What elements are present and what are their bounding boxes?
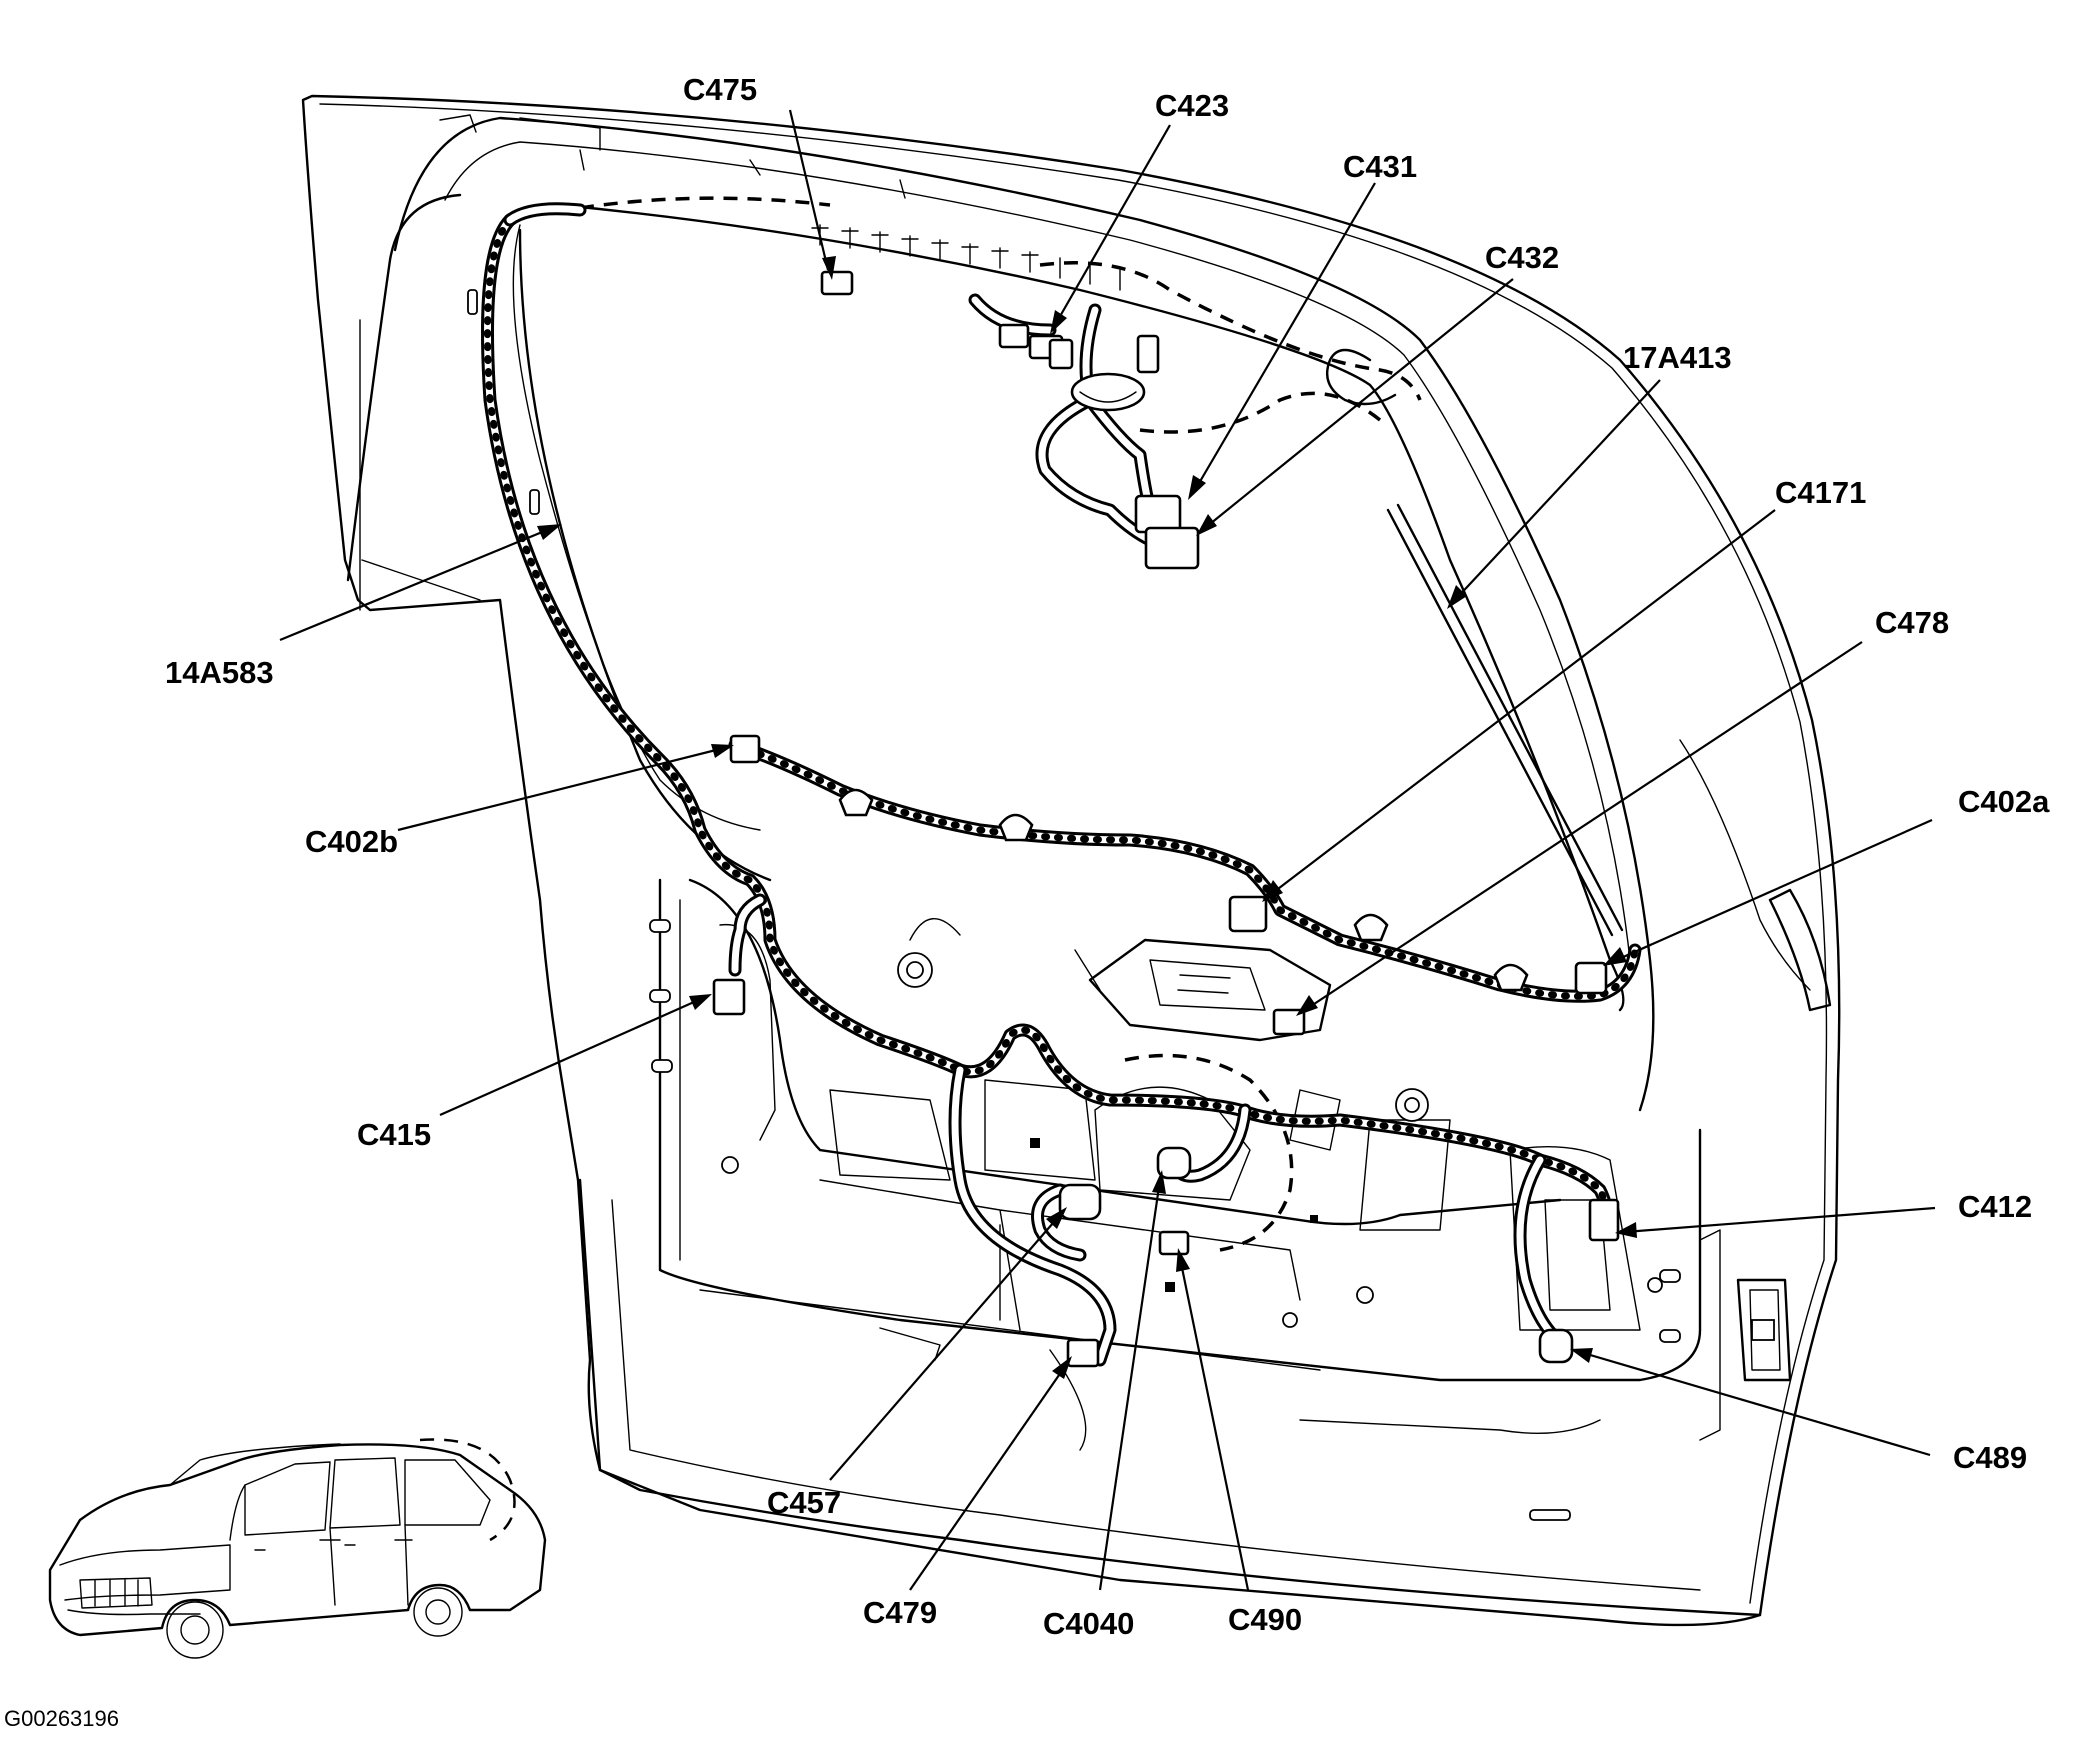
callout-c415: C415 xyxy=(357,1117,431,1152)
callout-c402b: C402b xyxy=(305,824,398,859)
vehicle-locator-thumbnail xyxy=(48,1438,547,1659)
callout-c423: C423 xyxy=(1155,88,1229,123)
connector-c457 xyxy=(1058,1183,1102,1221)
callout-17a413: 17A413 xyxy=(1623,340,1732,375)
callout-c431: C431 xyxy=(1343,149,1417,184)
leader-lines xyxy=(279,109,1936,1591)
callout-c402a: C402a xyxy=(1958,784,2050,819)
callout-c412: C412 xyxy=(1958,1189,2032,1224)
callout-c457: C457 xyxy=(767,1485,841,1520)
callout-c4040: C4040 xyxy=(1043,1606,1134,1641)
connector-c431 xyxy=(1134,494,1182,534)
wiring-harness xyxy=(481,202,1642,1367)
callout-c475: C475 xyxy=(683,72,757,107)
connector-c489 xyxy=(1538,1328,1574,1364)
connector-c490 xyxy=(1158,1230,1190,1256)
connector-c402b xyxy=(729,734,761,764)
connector-c475 xyxy=(820,270,854,296)
harness-clips xyxy=(838,788,1529,992)
connector-c402a xyxy=(1574,961,1608,995)
connector-c412 xyxy=(1588,1198,1620,1242)
connector-c478 xyxy=(1272,1008,1306,1036)
callout-c478: C478 xyxy=(1875,605,1949,640)
figure-id: G00263196 xyxy=(4,1706,119,1731)
callout-14a583: 14A583 xyxy=(165,655,274,690)
callout-c479: C479 xyxy=(863,1595,937,1630)
callout-c432: C432 xyxy=(1485,240,1559,275)
callout-labels: C475 C423 C431 C432 17A413 C4171 C478 C4… xyxy=(165,72,2050,1641)
connector-c415 xyxy=(712,978,746,1016)
callout-c490: C490 xyxy=(1228,1602,1302,1637)
liftgate-drawing xyxy=(301,94,1841,1627)
callout-c489: C489 xyxy=(1953,1440,2027,1475)
connectors xyxy=(712,270,1620,1368)
connector-c4171 xyxy=(1228,895,1268,933)
connector-c432 xyxy=(1144,526,1200,570)
connector-c4040 xyxy=(1156,1146,1192,1180)
connector-c423-a xyxy=(998,323,1030,349)
connector-c479 xyxy=(1066,1338,1100,1368)
callout-c4171: C4171 xyxy=(1775,475,1866,510)
